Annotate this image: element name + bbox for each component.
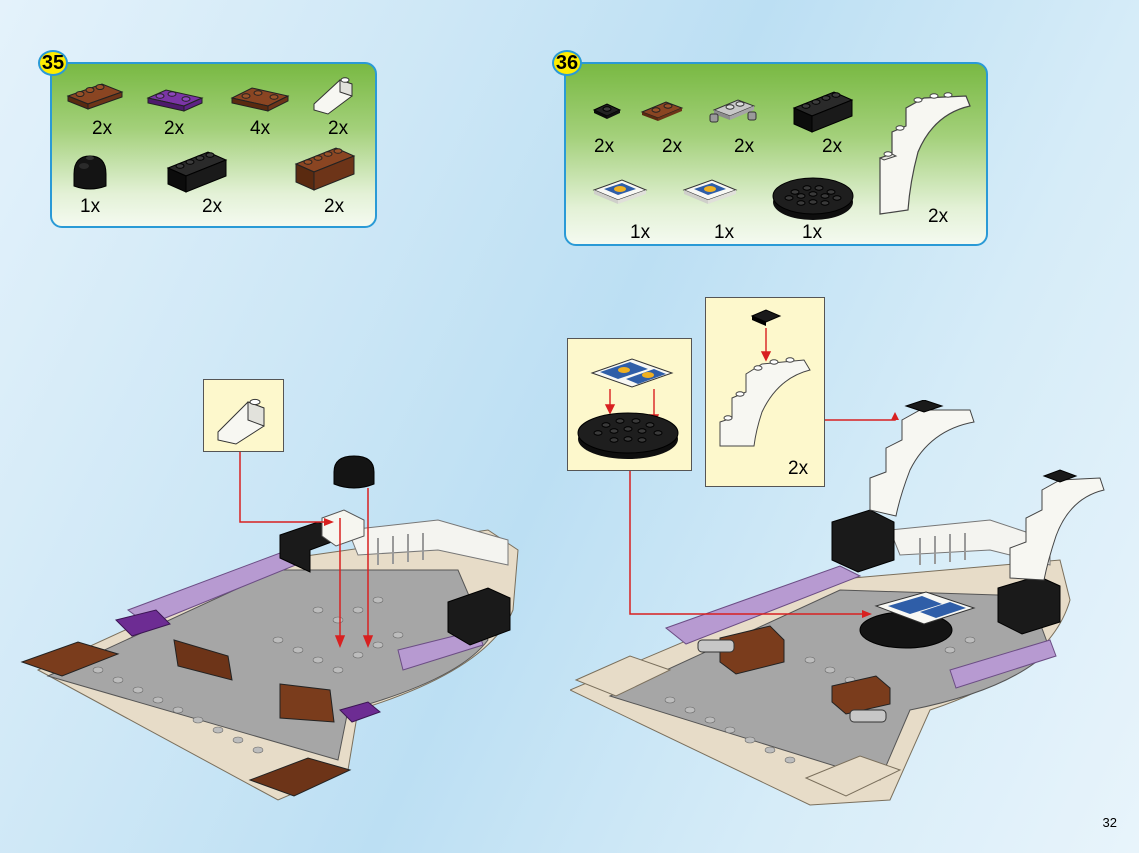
black-round-plate-icon	[770, 174, 856, 222]
callout-arch-with-plate: 2x	[705, 297, 825, 487]
black-dome-icon	[70, 152, 110, 194]
page-number: 32	[1102, 815, 1117, 830]
callout-arrow	[238, 452, 338, 532]
brown-plate-2x4-icon	[66, 78, 124, 110]
part-quantity: 2x	[662, 136, 683, 157]
white-slope-icon	[217, 398, 265, 445]
part-quantity: 1x	[802, 222, 823, 243]
black-brick-2x4-icon	[164, 144, 230, 194]
brown-brick-2x4-icon	[292, 140, 358, 192]
step-35-assembly	[18, 440, 533, 805]
brown-corner-plate-icon	[230, 82, 292, 112]
part-quantity: 2x	[928, 206, 949, 227]
part-quantity: 2x	[92, 118, 113, 139]
printed-tile-icon	[592, 176, 648, 208]
purple-corner-plate-icon	[146, 84, 206, 112]
callout-arrow	[628, 471, 878, 621]
part-quantity: 1x	[714, 222, 735, 243]
white-arch-icon	[874, 86, 974, 218]
black-brick-2x4-icon	[790, 84, 856, 134]
step-35-parts-list: 35 2x 2x	[38, 50, 377, 228]
part-quantity: 2x	[328, 118, 349, 139]
step-number: 35	[38, 50, 68, 76]
white-slope-icon	[310, 74, 356, 118]
part-quantity: 2x	[594, 136, 615, 157]
printed-tile-icon	[682, 176, 738, 208]
part-quantity: 2x	[324, 196, 345, 217]
step-number: 36	[552, 50, 582, 76]
part-quantity: 1x	[80, 196, 101, 217]
callout-arrow	[825, 412, 905, 432]
callout-tiles-on-round-plate	[567, 338, 692, 471]
part-quantity: 4x	[250, 118, 271, 139]
step-36-assembly	[570, 400, 1110, 810]
part-quantity: 1x	[630, 222, 651, 243]
part-quantity: 2x	[734, 136, 755, 157]
part-quantity: 2x	[164, 118, 185, 139]
callout-quantity: 2x	[788, 458, 809, 479]
part-quantity: 2x	[202, 196, 223, 217]
step-36-parts-list: 36 2x 2x 2x	[552, 50, 988, 246]
grey-clip-plate-icon	[708, 94, 760, 126]
part-quantity: 2x	[822, 136, 843, 157]
black-plate-1x1-icon	[592, 100, 622, 120]
brown-plate-1x2-icon	[640, 98, 684, 122]
callout-white-slope	[203, 379, 284, 452]
tiles-on-round-plate-icon	[577, 358, 679, 459]
white-arch-icon	[719, 309, 811, 447]
